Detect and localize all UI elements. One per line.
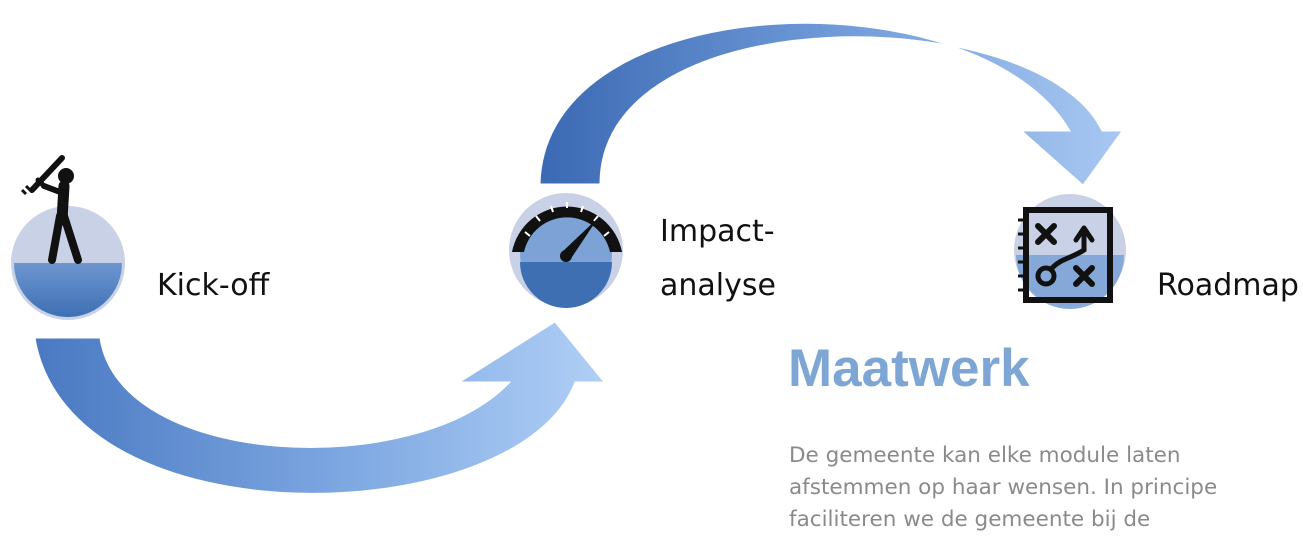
step-impact-node — [509, 193, 623, 308]
strategy-board-icon — [1018, 207, 1113, 303]
gauge-icon — [512, 202, 622, 262]
step-label-impact-line1: Impact- — [660, 214, 775, 249]
step-label-impact-line2: analyse — [660, 268, 776, 303]
batter-icon — [20, 155, 82, 264]
step-label-kickoff: Kick-off — [157, 268, 270, 303]
arrow-kickoff-to-impact — [34, 321, 606, 494]
arrow-impact-to-roadmap — [539, 22, 1123, 186]
section-heading: Maatwerk — [788, 339, 1030, 398]
step-roadmap-node — [1014, 194, 1126, 309]
step-label-roadmap: Roadmap — [1157, 268, 1299, 303]
section-body-text: De gemeente kan elke module laten afstem… — [789, 443, 1218, 532]
step-kickoff-node — [11, 155, 125, 320]
step-label-impact-analyse: Impact- analyse — [660, 214, 776, 304]
